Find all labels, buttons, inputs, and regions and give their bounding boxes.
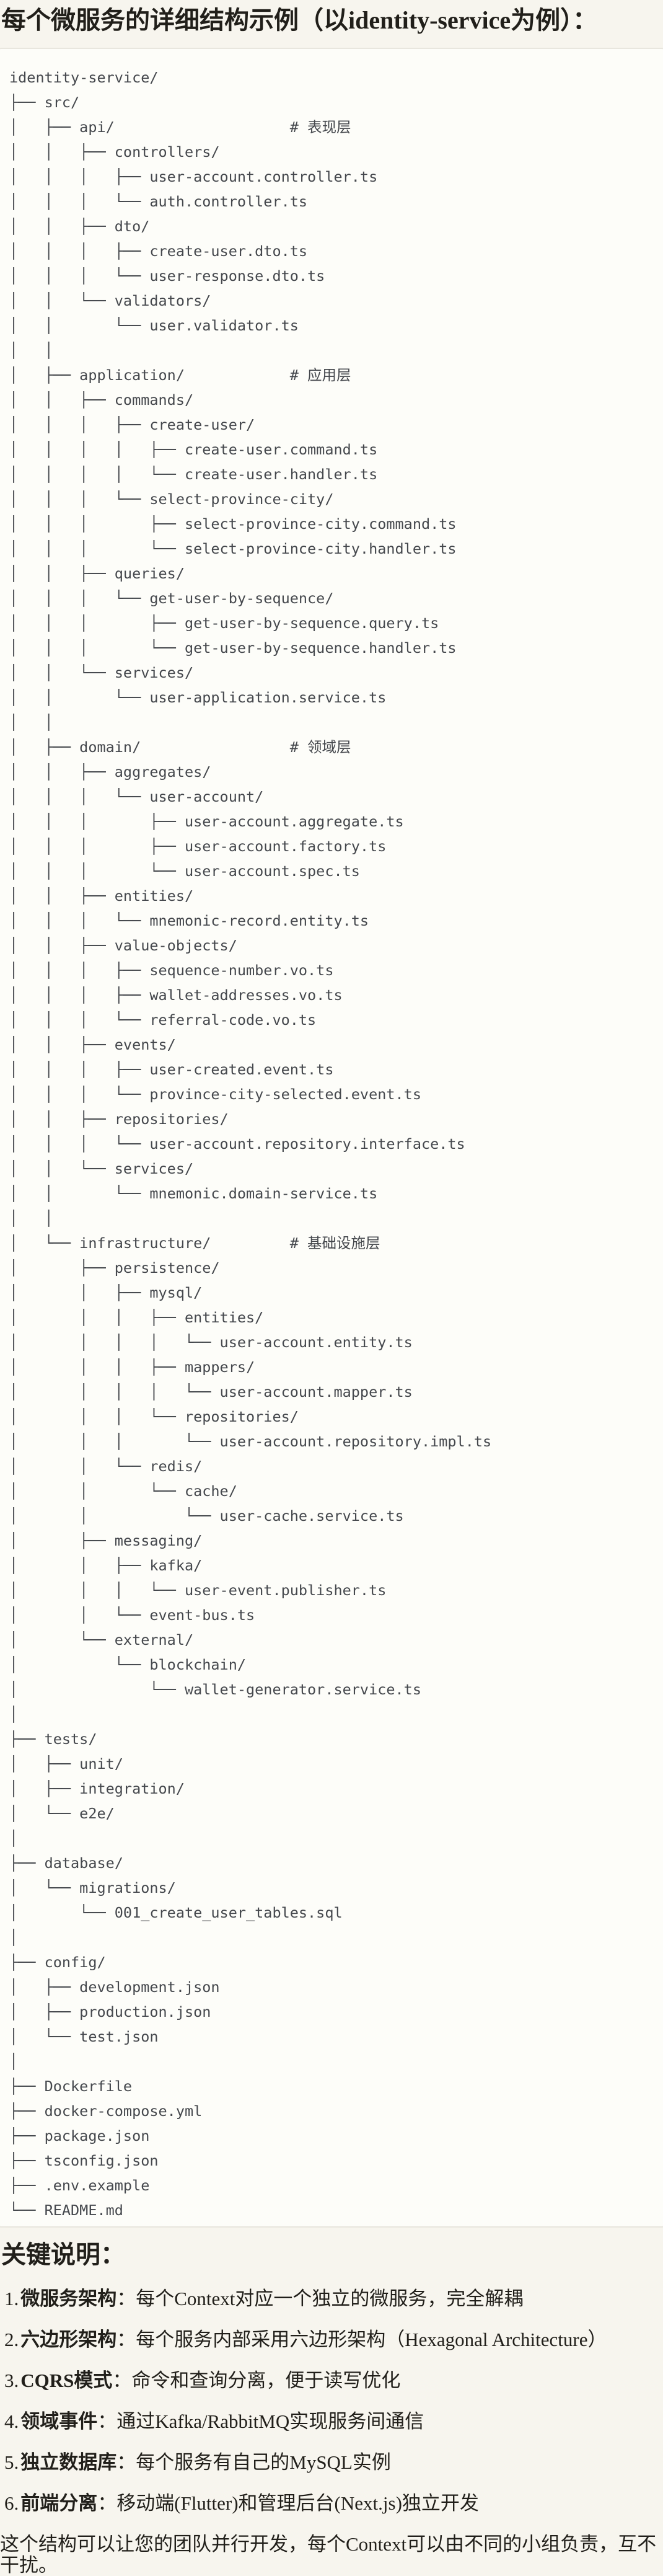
note-item-term: 微服务架构 [20, 2288, 117, 2309]
note-item: 3.CQRS模式：命令和查询分离，便于读写优化 [0, 2370, 663, 2391]
notes-heading: 关键说明： [1, 2241, 125, 2268]
footer-paragraph: 这个结构可以让您的团队并行开发，每个Context可以由不同的小组负责，互不干扰… [0, 2533, 657, 2576]
note-item-number: 3. [4, 2370, 19, 2391]
note-item-term: 六边形架构 [20, 2329, 117, 2350]
note-item-term: CQRS模式 [20, 2370, 113, 2391]
page-title: 每个微服务的详细结构示例（以identity-service为例）： [1, 6, 598, 34]
note-item-number: 4. [4, 2410, 19, 2432]
note-item: 6.前端分离：移动端(Flutter)和管理后台(Next.js)独立开发 [0, 2493, 663, 2514]
note-item-number: 1. [4, 2288, 19, 2309]
note-item-description: ：每个服务内部采用六边形架构（Hexagonal Architecture） [116, 2329, 607, 2350]
note-item-description: ：移动端(Flutter)和管理后台(Next.js)独立开发 [97, 2492, 479, 2514]
page: { "page": { "title": "每个微服务的详细结构示例（以iden… [0, 6, 663, 2576]
note-item-description: ：命令和查询分离，便于读写优化 [112, 2370, 401, 2391]
note-item: 2.六边形架构：每个服务内部采用六边形架构（Hexagonal Architec… [0, 2329, 663, 2350]
note-item-term: 领域事件 [20, 2410, 98, 2432]
note-item-description: ：每个Context对应一个独立的微服务，完全解耦 [116, 2288, 524, 2309]
directory-tree-block: identity-service/ ├── src/ │ ├── api/ # … [0, 48, 663, 2228]
note-item-number: 6. [4, 2492, 19, 2514]
note-item: 1.微服务架构：每个Context对应一个独立的微服务，完全解耦 [0, 2288, 663, 2309]
note-item-number: 5. [4, 2451, 19, 2473]
note-item-description: ：每个服务有自己的MySQL实例 [116, 2451, 391, 2473]
note-item: 5.独立数据库：每个服务有自己的MySQL实例 [0, 2452, 663, 2473]
note-item: 4.领域事件：通过Kafka/RabbitMQ实现服务间通信 [0, 2411, 663, 2432]
note-item-term: 前端分离 [20, 2492, 98, 2514]
note-item-description: ：通过Kafka/RabbitMQ实现服务间通信 [97, 2410, 424, 2432]
note-item-term: 独立数据库 [20, 2451, 117, 2473]
note-item-number: 2. [4, 2329, 19, 2350]
directory-tree: identity-service/ ├── src/ │ ├── api/ # … [9, 69, 492, 2219]
